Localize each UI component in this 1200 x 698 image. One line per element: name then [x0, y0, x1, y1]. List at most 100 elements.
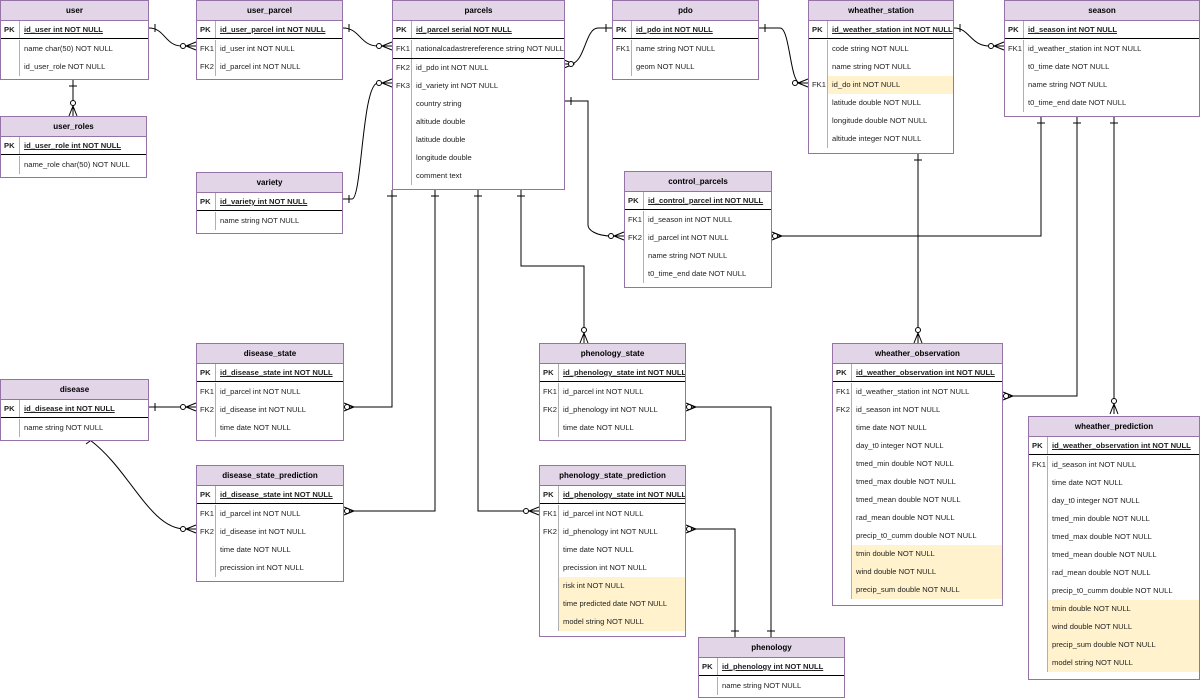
table-title: wheather_observation	[833, 344, 1002, 364]
field-name: time date NOT NULL	[215, 419, 343, 437]
field-row: rad_mean double NOT NULL	[1029, 564, 1199, 582]
field-name: tmed_mean double NOT NULL	[851, 491, 1002, 509]
field-name: tmed_min double NOT NULL	[851, 455, 1002, 473]
field-name: id_phenology int NOT NULL	[717, 658, 844, 675]
key-label	[1029, 582, 1046, 600]
field-name: id_parcel int NOT NULL	[558, 383, 685, 401]
key-label: PK	[200, 197, 211, 206]
field-name: id_weather_station int NOT NULL	[1023, 40, 1199, 58]
rel-station-season	[953, 27, 1004, 47]
key-label: PK	[1008, 25, 1019, 34]
key-label	[1029, 510, 1046, 528]
key-label	[1005, 76, 1022, 94]
field-row: precip_t0_cumm double NOT NULL	[1029, 582, 1199, 600]
table-title: disease_state_prediction	[197, 466, 343, 486]
key-label	[1005, 58, 1022, 76]
table-title: wheather_prediction	[1029, 417, 1199, 437]
field-name: precip_sum double NOT NULL	[851, 581, 1002, 599]
field-name: id_pdo int NOT NULL	[631, 21, 758, 38]
table-title: phenology_state_prediction	[540, 466, 685, 486]
key-label: PK	[4, 25, 15, 34]
field-name: altitude integer NOT NULL	[827, 130, 953, 148]
field-row: time date NOT NULL	[1029, 474, 1199, 492]
field-row: comment text	[393, 167, 564, 185]
field-row: precip_sum double NOT NULL	[833, 581, 1002, 599]
field-name: country string	[411, 95, 564, 113]
field-name: latitude double NOT NULL	[827, 94, 953, 112]
rel-parcels-control	[565, 100, 624, 237]
key-label: PK	[4, 141, 15, 150]
key-label	[1029, 492, 1046, 510]
key-label	[1, 40, 18, 58]
field-row: name string NOT NULL	[1005, 76, 1199, 94]
key-label: FK1	[1008, 44, 1022, 53]
field-name: id_phenology_state int NOT NULL	[558, 486, 685, 503]
key-label	[393, 131, 410, 149]
field-name: id_season int NOT NULL	[643, 211, 771, 229]
table-title: user_roles	[1, 117, 146, 137]
key-label	[833, 509, 850, 527]
field-row: longitude double	[393, 149, 564, 167]
field-row: longitude double NOT NULL	[809, 112, 953, 130]
field-name: time predicted date NOT NULL	[558, 595, 685, 613]
key-label	[197, 419, 214, 437]
key-label: PK	[200, 368, 211, 377]
field-name: tmin double NOT NULL	[1047, 600, 1199, 618]
field-row: name string NOT NULL	[197, 212, 342, 230]
field-name: id_weather_observation int NOT NULL	[1047, 437, 1199, 454]
field-name: name string NOT NULL	[717, 677, 844, 695]
key-label	[1029, 528, 1046, 546]
key-label	[833, 419, 850, 437]
field-row: t0_time_end date NOT NULL	[1005, 94, 1199, 112]
table-title: disease	[1, 380, 148, 400]
field-row: precission int NOT NULL	[540, 559, 685, 577]
field-name: name string NOT NULL	[631, 40, 758, 58]
field-name: name string NOT NULL	[1023, 76, 1199, 94]
key-label	[833, 455, 850, 473]
key-label	[1029, 618, 1046, 636]
field-name: rad_mean double NOT NULL	[1047, 564, 1199, 582]
key-label	[197, 541, 214, 559]
primary-key-row: PK id_variety int NOT NULL	[197, 193, 342, 211]
rel-parcels-phen-pred	[477, 190, 539, 512]
field-name: precission int NOT NULL	[558, 559, 685, 577]
field-row: time date NOT NULL	[540, 419, 685, 437]
field-name: id_variety int NOT NULL	[215, 193, 342, 210]
field-row: tmed_mean double NOT NULL	[1029, 546, 1199, 564]
key-label	[393, 149, 410, 167]
field-name: name string NOT NULL	[643, 247, 771, 265]
rel-user-parcel-parcels	[342, 27, 392, 47]
key-label: PK	[200, 490, 211, 499]
key-label	[833, 437, 850, 455]
key-label	[393, 113, 410, 131]
table-title: parcels	[393, 1, 564, 21]
field-row: geom NOT NULL	[613, 58, 758, 76]
